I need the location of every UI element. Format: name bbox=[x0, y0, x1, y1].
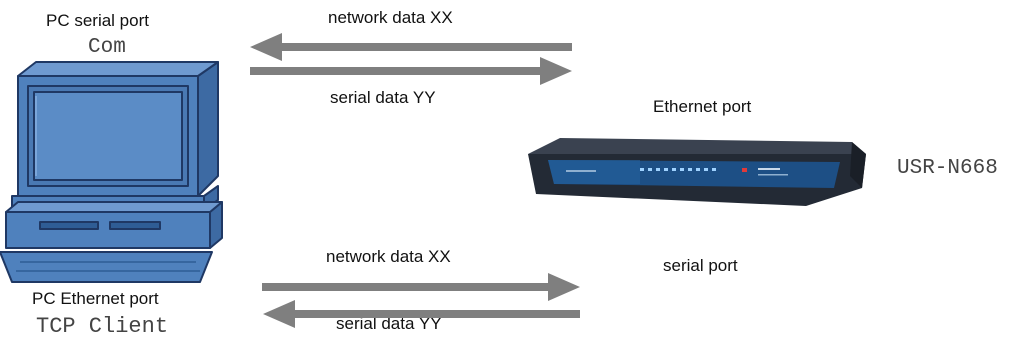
pc-ethernet-port-label: PC Ethernet port bbox=[32, 289, 159, 308]
pc-serial-port-label: PC serial port bbox=[46, 11, 149, 30]
serial-server-device-icon bbox=[528, 138, 866, 206]
device-serial-port-label: serial port bbox=[663, 256, 738, 275]
bottom-arrow-left bbox=[263, 300, 580, 328]
top-serial-data-label: serial data YY bbox=[330, 88, 436, 107]
pc-serial-mode-label: Com bbox=[88, 36, 126, 59]
bottom-arrow-right bbox=[262, 273, 580, 301]
top-network-data-label: network data XX bbox=[328, 8, 453, 27]
bottom-network-data-label: network data XX bbox=[326, 247, 451, 266]
device-model-label: USR-N668 bbox=[897, 157, 998, 180]
top-arrow-right bbox=[250, 57, 572, 85]
device-ethernet-port-label: Ethernet port bbox=[653, 97, 752, 116]
top-arrow-left bbox=[250, 33, 572, 61]
bottom-serial-data-label: serial data YY bbox=[336, 314, 442, 333]
pc-ethernet-mode-label: TCP Client bbox=[36, 314, 169, 339]
desktop-computer-icon bbox=[0, 61, 223, 283]
